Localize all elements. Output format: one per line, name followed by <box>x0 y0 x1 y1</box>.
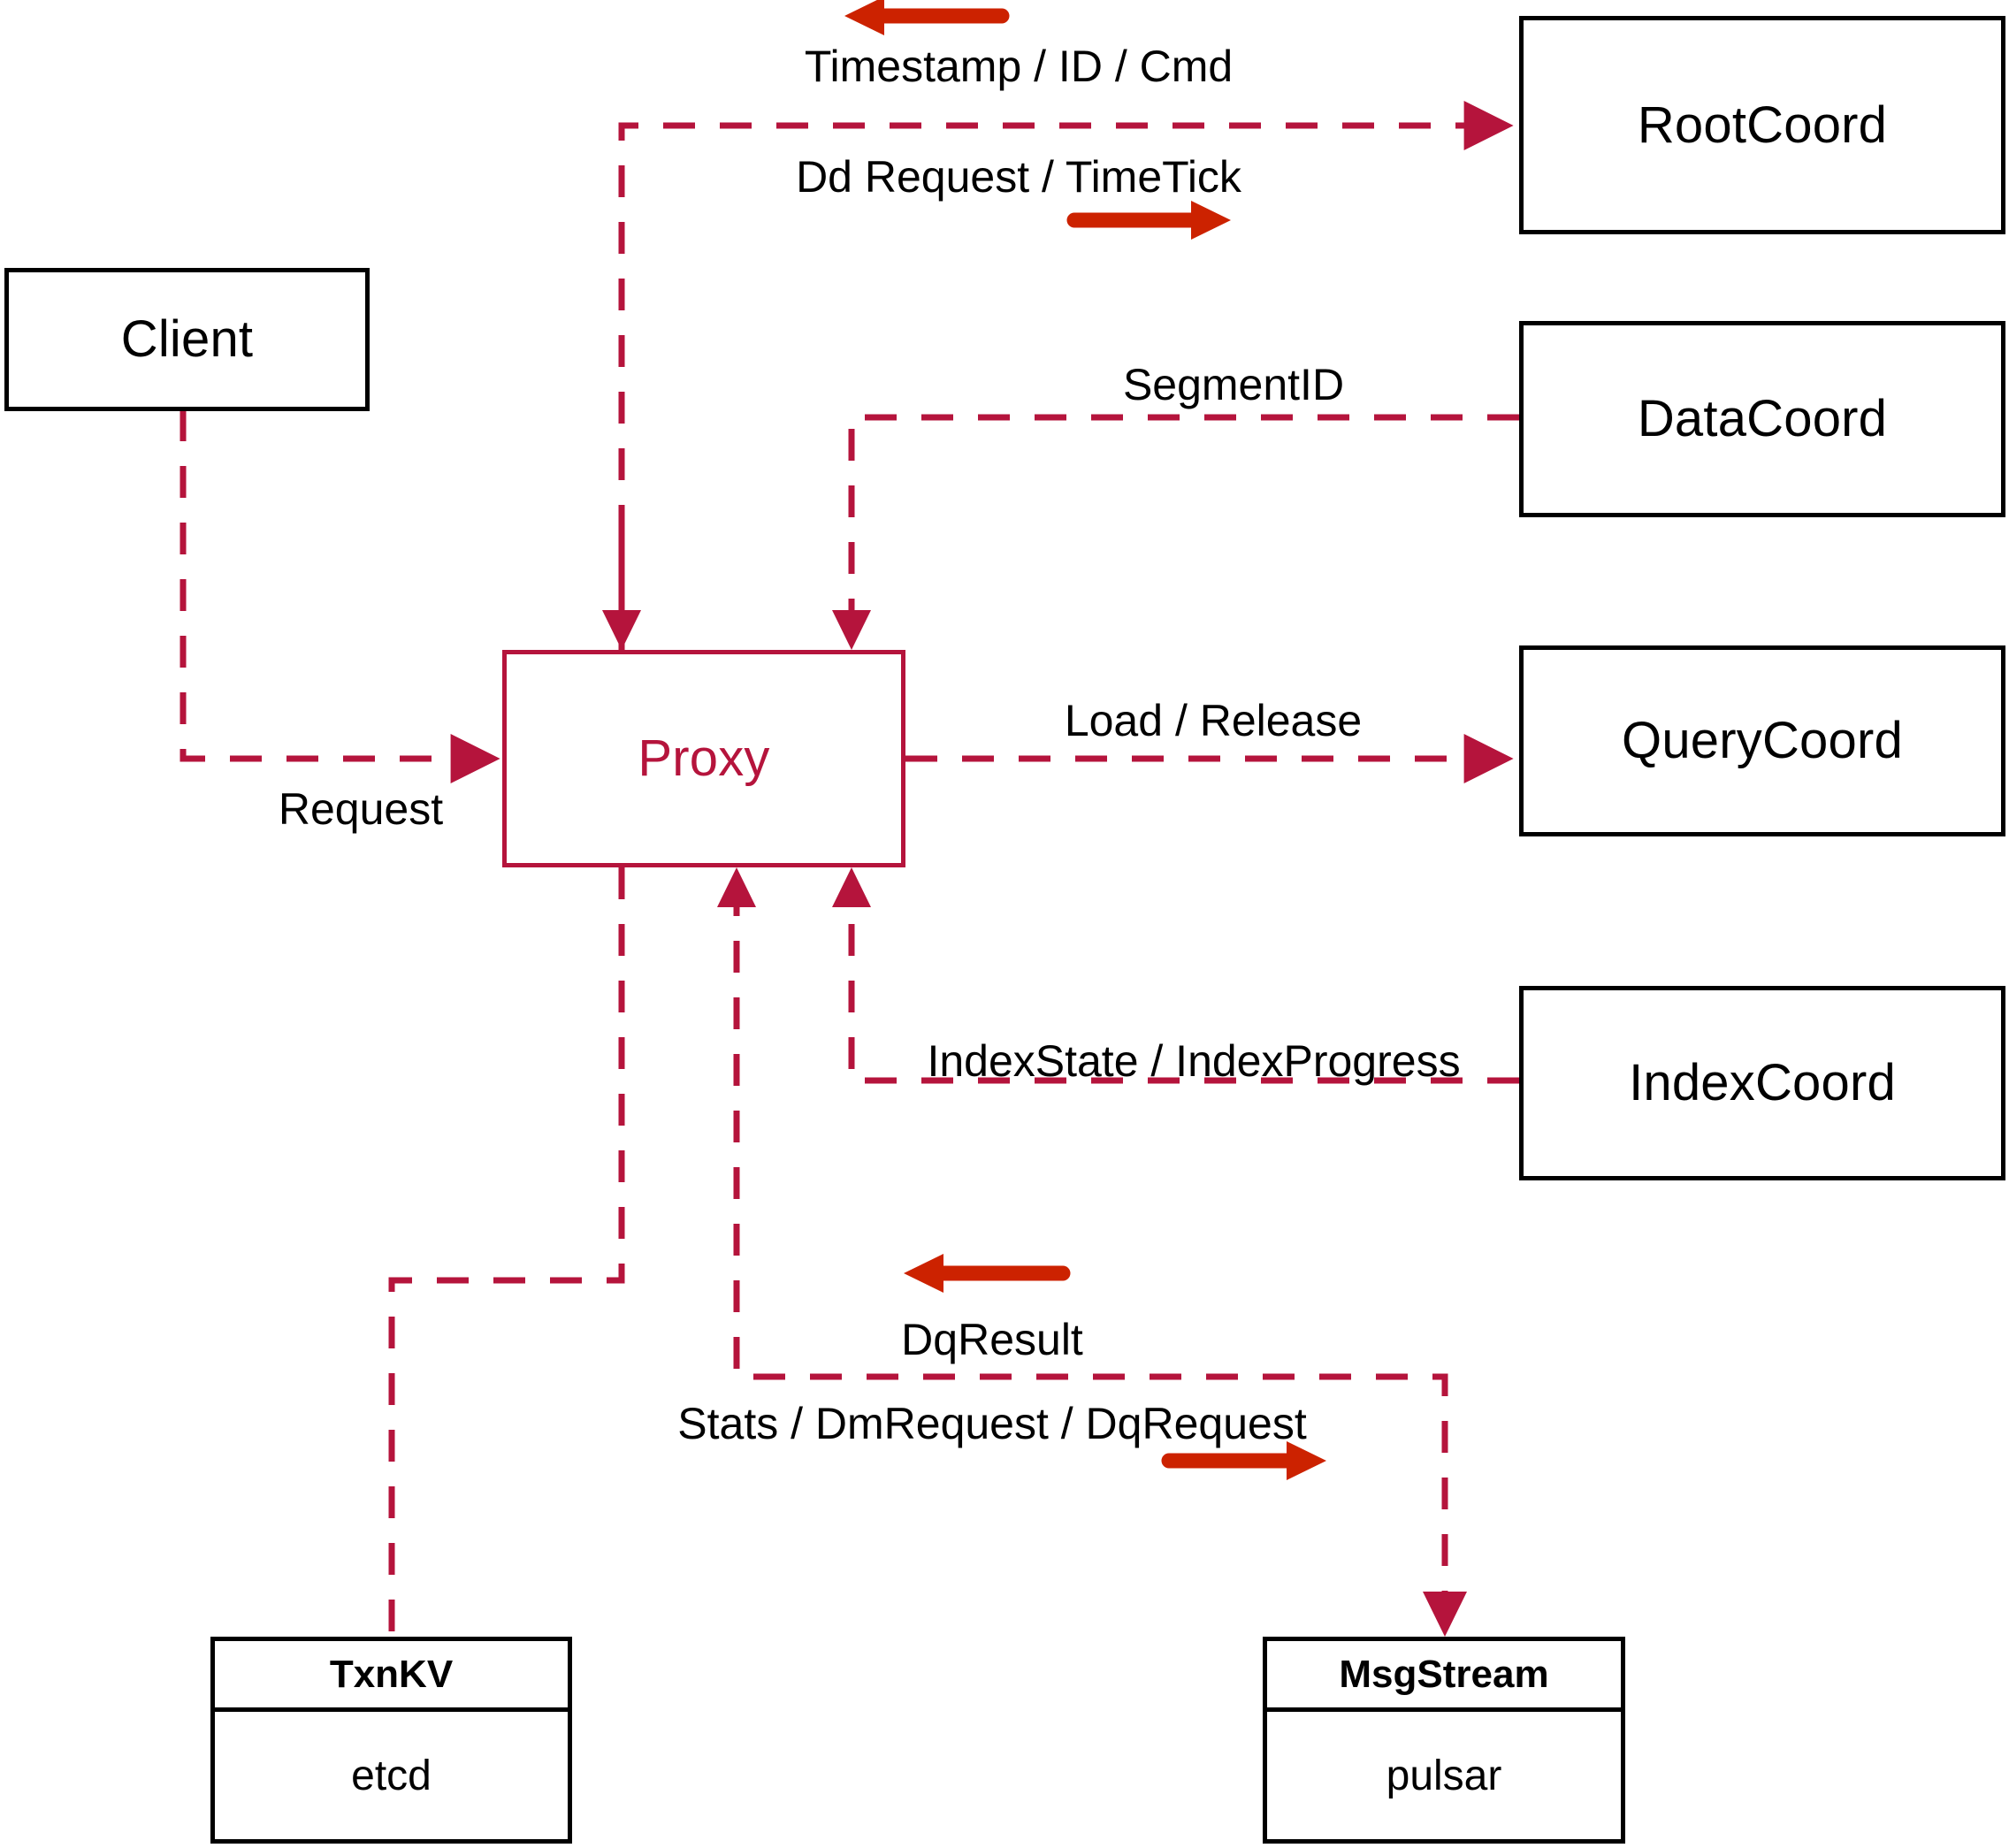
edge-proxy-to-rootcoord <box>602 101 1514 650</box>
node-client[interactable]: Client <box>4 268 370 411</box>
node-datacoord[interactable]: DataCoord <box>1519 321 2005 517</box>
node-querycoord-label: QueryCoord <box>1622 712 1903 769</box>
node-txnkv-header-label: TxnKV <box>329 1652 454 1696</box>
node-datacoord-label: DataCoord <box>1637 390 1888 447</box>
direction-arrow-dd-request <box>1066 201 1231 240</box>
node-txnkv-body: etcd <box>215 1712 568 1839</box>
direction-arrow-timestamp-id-cmd <box>844 0 1010 35</box>
edge-datacoord-to-proxy <box>832 414 1519 650</box>
node-proxy-label: Proxy <box>638 729 770 787</box>
node-rootcoord[interactable]: RootCoord <box>1519 16 2005 234</box>
node-msgstream-header: MsgStream <box>1267 1641 1621 1712</box>
edge-proxy-to-msgstream <box>717 867 1467 1637</box>
edge-proxy-to-txnkv <box>388 867 625 1637</box>
node-indexcoord-label: IndexCoord <box>1629 1054 1896 1111</box>
node-txnkv-body-label: etcd <box>351 1752 432 1799</box>
node-proxy[interactable]: Proxy <box>502 650 905 867</box>
node-msgstream-header-label: MsgStream <box>1339 1652 1549 1696</box>
edge-label-timestamp-id-cmd: Timestamp / ID / Cmd <box>804 42 1234 91</box>
node-msgstream-body-label: pulsar <box>1386 1752 1502 1799</box>
edge-label-dd-request-timetick: Dd Request / TimeTick <box>796 152 1241 202</box>
edge-label-index-state-progress: IndexState / IndexProgress <box>927 1036 1461 1086</box>
node-querycoord[interactable]: QueryCoord <box>1519 645 2005 836</box>
node-txnkv-header: TxnKV <box>215 1641 568 1712</box>
node-msgstream[interactable]: MsgStream pulsar <box>1263 1637 1625 1844</box>
node-msgstream-body: pulsar <box>1267 1712 1621 1839</box>
node-txnkv[interactable]: TxnKV etcd <box>210 1637 572 1844</box>
direction-arrow-dq-result <box>904 1254 1071 1293</box>
node-indexcoord[interactable]: IndexCoord <box>1519 986 2005 1180</box>
edge-label-stats-dm-dq-request: Stats / DmRequest / DqRequest <box>677 1399 1307 1448</box>
edge-client-to-proxy <box>180 409 500 783</box>
edge-label-segment-id: SegmentID <box>1122 360 1345 409</box>
edge-label-load-release: Load / Release <box>1064 696 1363 745</box>
node-rootcoord-label: RootCoord <box>1637 95 1888 154</box>
edge-label-dq-result: DqResult <box>901 1315 1083 1364</box>
node-client-label: Client <box>120 310 254 368</box>
edge-label-request: Request <box>278 784 444 834</box>
